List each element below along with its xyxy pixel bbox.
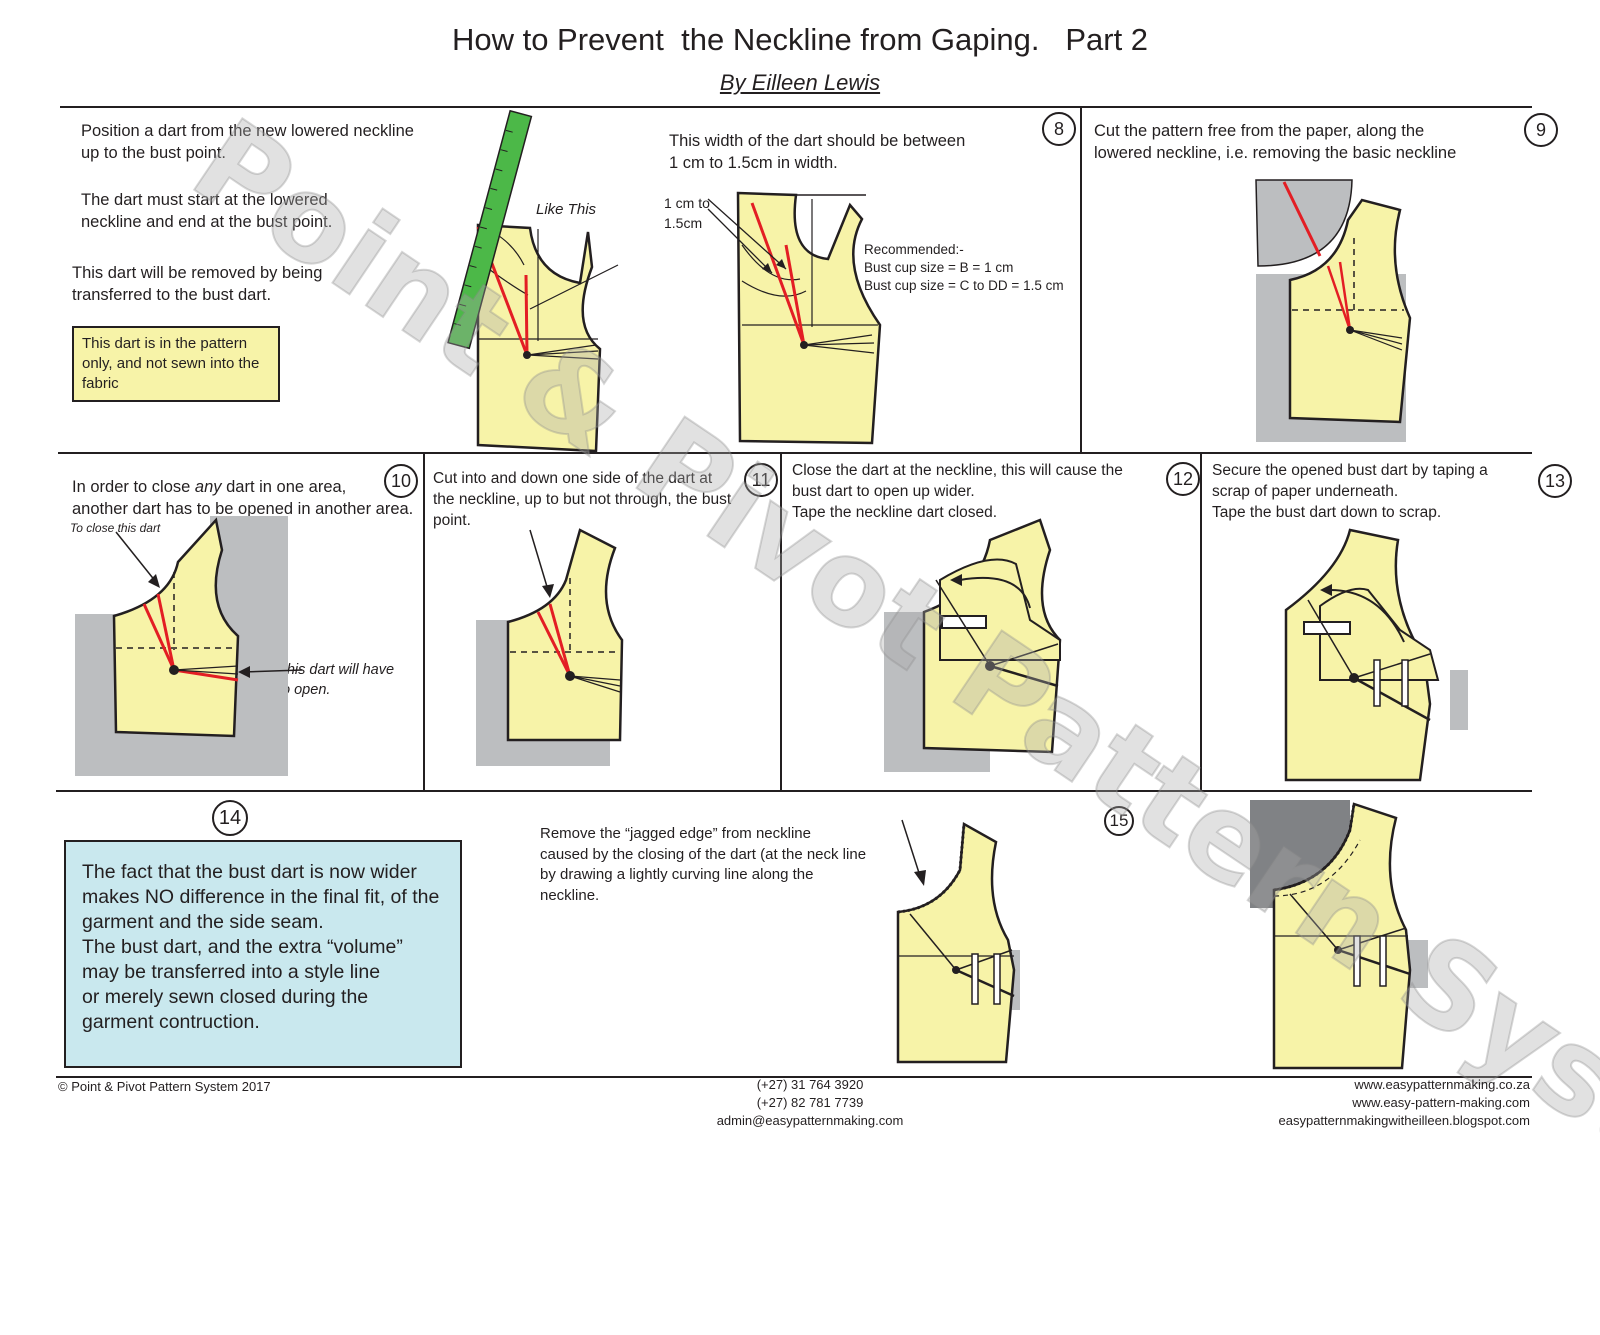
step10-text-any: any: [194, 478, 222, 496]
step12-number-badge: 12: [1166, 462, 1200, 496]
step10-close-label: To close this dart: [70, 521, 161, 535]
step8-must-start: The dart must start at the lowered neckl…: [81, 191, 333, 231]
author-byline: By Eilleen Lewis: [719, 70, 881, 95]
step8-width-text: This width of the dart should be between…: [669, 132, 966, 172]
step13-text: Secure the opened bust dart by taping a …: [1212, 462, 1488, 521]
step15-bodice-smoothed: [1250, 800, 1428, 1070]
divider-col-13: [1200, 454, 1202, 790]
divider-top: [60, 106, 1532, 108]
step13-bodice: [1284, 528, 1468, 782]
divider-col-12: [780, 454, 782, 790]
divider-col-11: [423, 454, 425, 790]
step9-text: Cut the pattern free from the paper, alo…: [1094, 122, 1457, 162]
step15-number-badge: 15: [1104, 806, 1134, 836]
step10-open-label: This dart will have to open.: [278, 662, 395, 698]
step8-bodice-dart-width: [707, 191, 882, 445]
step10-text-a: In order to close: [72, 478, 195, 496]
divider-row1: [58, 452, 1532, 454]
step14-info-note: The fact that the bust dart is now wider…: [64, 840, 462, 1068]
step8-like-this-label: Like This: [536, 201, 597, 218]
step12-bodice: [884, 518, 1062, 772]
step13-number-badge: 13: [1538, 464, 1572, 498]
footer-contact: (+27) 31 764 3920 (+27) 82 781 7739 admi…: [716, 1077, 904, 1128]
step12-text: Close the dart at the neckline, this wil…: [792, 462, 1123, 521]
step11-bodice: [476, 528, 624, 766]
step15-text: Remove the “jagged edge” from neckline c…: [540, 825, 867, 904]
step8-pattern-note: This dart is in the pattern only, and no…: [72, 326, 280, 402]
step15-bodice-jagged: [896, 819, 1020, 1064]
page-title: How to Prevent the Neckline from Gaping.…: [451, 22, 1149, 57]
step8-intro: Position a dart from the new lowered nec…: [81, 122, 414, 162]
step9-number-badge: 9: [1524, 113, 1558, 147]
step8-bodice-with-ruler: [447, 109, 619, 453]
divider-col-9: [1080, 108, 1082, 452]
step14-number-badge: 14: [212, 800, 248, 836]
step10-text-b: dart in one area, another dart has to be…: [72, 478, 414, 518]
step10-number-badge: 10: [384, 464, 418, 498]
step11-number-badge: 11: [744, 463, 778, 497]
step10-bodice: [75, 516, 303, 776]
footer-websites: www.easypatternmaking.co.za www.easy-pat…: [1278, 1077, 1530, 1128]
step8-recommended: Recommended:- Bust cup size = B = 1 cm B…: [864, 242, 1064, 293]
step10-text: In order to close any dart in one area, …: [72, 476, 413, 520]
step9-cut-pattern: [1255, 179, 1412, 442]
divider-bottom: [56, 1076, 1532, 1078]
step8-width-label: 1 cm to 1.5cm: [664, 195, 710, 231]
step8-removed: This dart will be removed by being trans…: [72, 264, 323, 304]
step11-text: Cut into and down one side of the dart a…: [433, 470, 732, 529]
step8-number-badge: 8: [1042, 112, 1076, 146]
footer-copyright: © Point & Pivot Pattern System 2017: [58, 1079, 271, 1094]
divider-row2: [56, 790, 1532, 792]
